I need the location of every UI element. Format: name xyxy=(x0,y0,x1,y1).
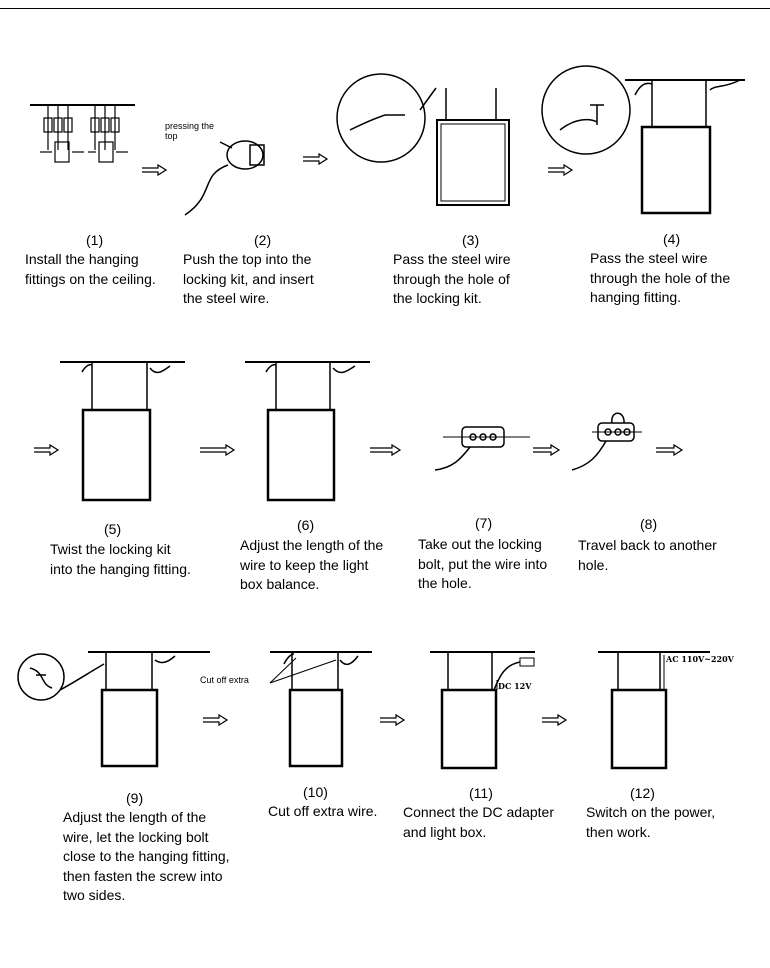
top-rule xyxy=(0,8,770,9)
step7-caption: Take out the locking bolt, put the wire … xyxy=(418,536,548,591)
step11-caption: Connect the DC adapter and light box. xyxy=(403,804,554,840)
step5-number: (5) xyxy=(104,521,122,537)
step4-light-box xyxy=(541,65,745,215)
step3-light-box xyxy=(336,73,510,206)
step10-light-box xyxy=(269,651,372,768)
step2-caption: Push the top into the locking kit, and i… xyxy=(183,251,314,306)
arrow-into-5 xyxy=(34,443,60,457)
arrow-1-2 xyxy=(142,163,168,177)
step10-number: (10) xyxy=(303,784,328,800)
step9-light-box xyxy=(17,651,210,768)
step1-caption: Install the hanging fittings on the ceil… xyxy=(25,251,156,287)
arrow-2-3 xyxy=(303,152,329,166)
step9-number: (9) xyxy=(126,790,144,806)
step12-caption: Switch on the power, then work. xyxy=(586,804,716,840)
step3-caption: Pass the steel wire through the hole of … xyxy=(393,251,511,306)
step11-number: (11) xyxy=(469,785,493,801)
arrow-10-11 xyxy=(380,713,406,727)
cut-off-extra-label: Cut off extra xyxy=(200,675,249,685)
step7-number: (7) xyxy=(475,515,493,531)
arrow-9-10 xyxy=(203,713,229,727)
step5-caption: Twist the locking kit into the hanging f… xyxy=(50,541,191,577)
step5-light-box xyxy=(60,361,185,502)
step1-number: (1) xyxy=(86,232,104,248)
step12-light-box xyxy=(598,651,710,770)
step10-caption: Cut off extra wire. xyxy=(268,803,378,819)
step6-caption: Adjust the length of the wire to keep th… xyxy=(240,537,384,592)
step8-number: (8) xyxy=(640,516,658,532)
arrow-11-12 xyxy=(542,713,568,727)
step2-number: (2) xyxy=(254,232,272,248)
step7-locking-bolt xyxy=(434,426,530,471)
arrow-8-next xyxy=(656,443,684,457)
step6-number: (6) xyxy=(297,517,315,533)
step8-locking-bolt xyxy=(571,412,642,471)
step4-caption: Pass the steel wire through the hole of … xyxy=(590,250,731,305)
arrow-6-7 xyxy=(370,443,402,457)
step1-ceiling-fittings xyxy=(30,104,135,163)
ac-range-label: AC 110V~220V xyxy=(666,654,734,664)
arrow-5-6 xyxy=(200,443,236,457)
step2-locking-kit xyxy=(184,140,265,216)
step3-number: (3) xyxy=(462,232,480,248)
arrow-7-8 xyxy=(533,443,561,457)
step9-caption: Adjust the length of the wire, let the l… xyxy=(63,809,230,903)
step12-number: (12) xyxy=(630,785,655,801)
pressing-top-label: pressing the top xyxy=(165,121,215,141)
dc-12v-label: DC 12V xyxy=(498,681,532,691)
step6-light-box xyxy=(245,361,370,502)
step4-number: (4) xyxy=(663,231,681,247)
step11-light-box xyxy=(430,651,535,770)
step8-caption: Travel back to another hole. xyxy=(578,537,717,573)
arrow-3-4 xyxy=(548,163,574,177)
